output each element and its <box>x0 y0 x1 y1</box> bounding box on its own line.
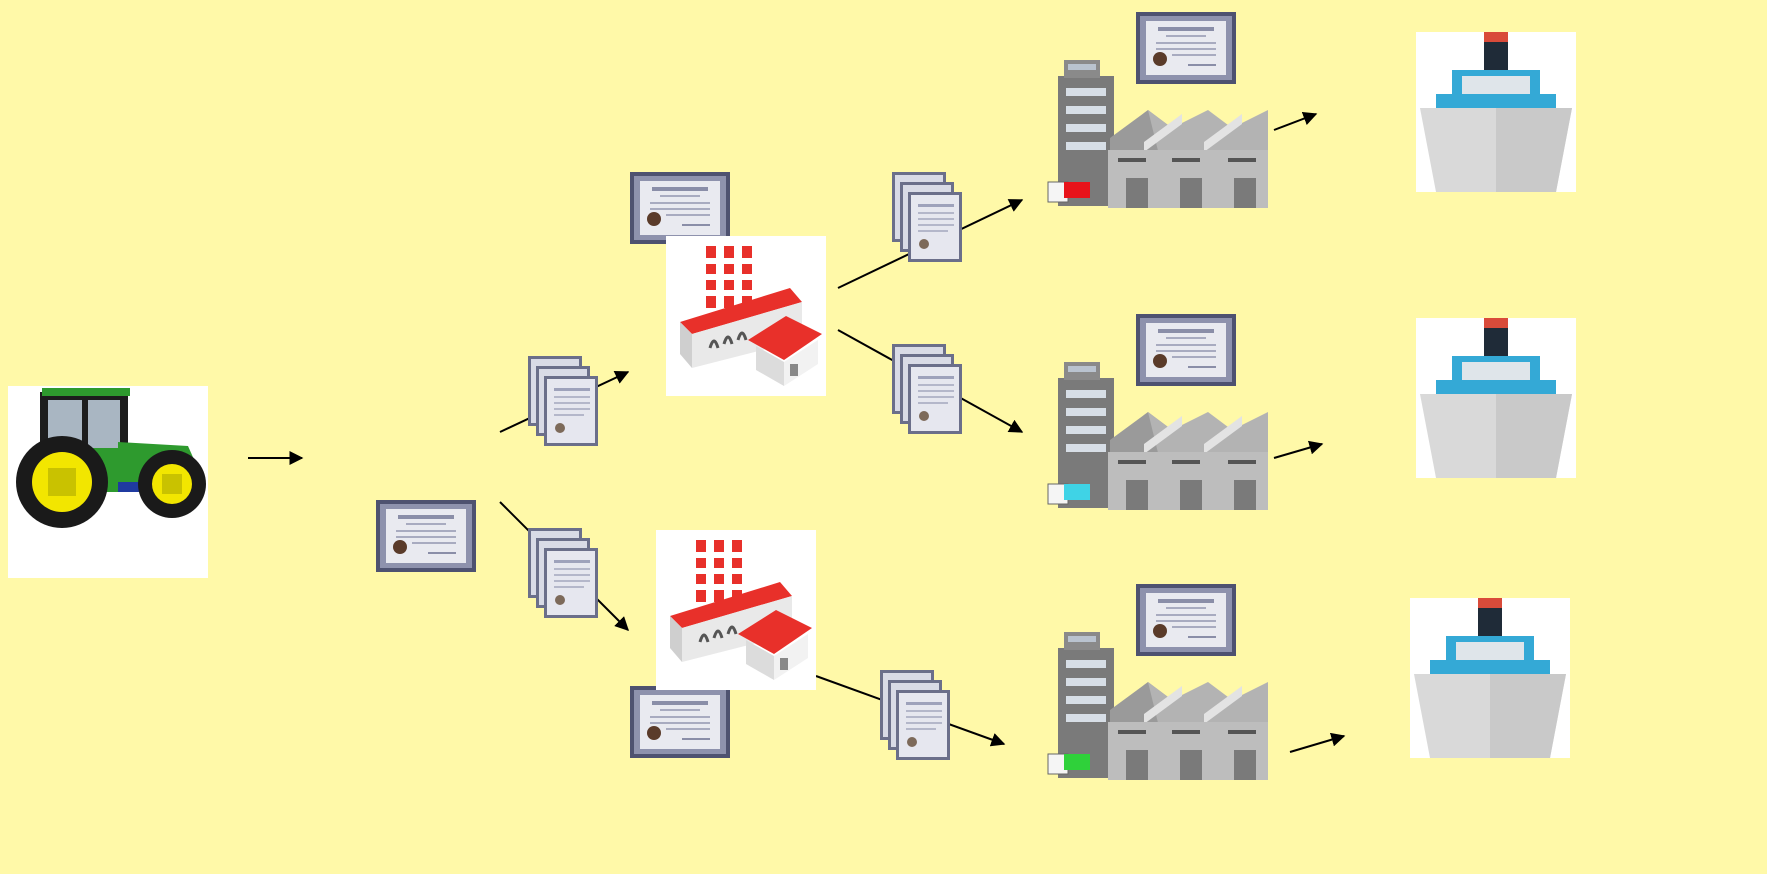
certificate-stack-icon-to-plant-3 <box>880 670 950 760</box>
certificate-stack-icon-to-plant-1 <box>892 172 962 262</box>
delivery-truck-icon-3 <box>1064 754 1090 770</box>
tractor-icon <box>8 386 208 578</box>
manufacturing-plant-icon-1 <box>1047 59 1269 209</box>
manufacturing-plant-icon-2 <box>1047 361 1269 511</box>
certificate-icon-factory-bottom <box>630 686 730 758</box>
delivery-truck-icon-2 <box>1064 484 1090 500</box>
processing-factory-icon-bottom <box>654 528 818 692</box>
certificate-icon-plant-3 <box>1136 584 1236 656</box>
certificate-stack-icon-to-factory-top <box>528 356 598 446</box>
certificate-stack-icon-to-plant-2 <box>892 344 962 434</box>
delivery-truck-icon-1 <box>1064 182 1090 198</box>
manufacturing-plant-icon-3 <box>1047 631 1269 781</box>
certificate-icon-plant-1 <box>1136 12 1236 84</box>
certificate-icon-factory-top <box>630 172 730 244</box>
arrow-plant-3-to-ship-3 <box>1289 732 1346 753</box>
arrow-plant-1-to-ship-1 <box>1273 111 1318 131</box>
ship-icon-2 <box>1416 318 1576 478</box>
ship-icon-3 <box>1410 598 1570 758</box>
ship-icon-1 <box>1416 32 1576 192</box>
certificate-icon-root <box>376 500 476 572</box>
certificate-stack-icon-to-factory-bottom <box>528 528 598 618</box>
certificate-icon-plant-2 <box>1136 314 1236 386</box>
arrow-plant-2-to-ship-2 <box>1273 440 1324 459</box>
processing-factory-icon-top <box>664 234 828 398</box>
